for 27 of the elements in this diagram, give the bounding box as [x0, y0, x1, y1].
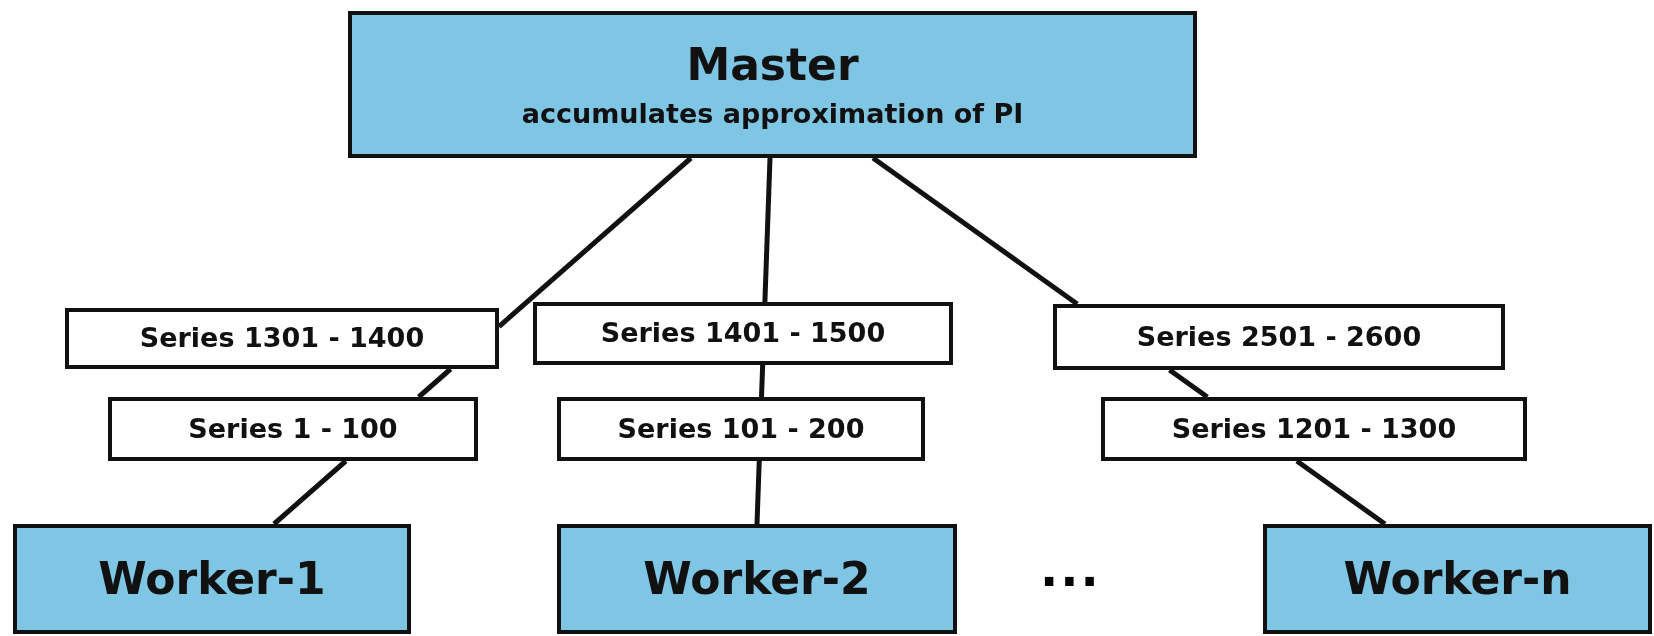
connector-line	[754, 460, 762, 525]
range-box	[1053, 304, 1505, 370]
connector-line	[417, 367, 453, 399]
ellipsis-text: ...	[1040, 545, 1101, 593]
range-box	[557, 397, 925, 461]
box-title: Worker-n	[1343, 552, 1572, 606]
connector-line	[272, 459, 348, 526]
box-title: Series 1301 - 1400	[139, 322, 425, 355]
range-box	[1101, 397, 1527, 461]
process-box	[348, 11, 1197, 158]
connector-line	[762, 157, 773, 303]
box-title: Series 101 - 200	[617, 412, 865, 446]
connector-line	[759, 364, 766, 398]
box-title: Series 1401 - 1500	[600, 317, 886, 350]
box-title: Series 2501 - 2600	[1136, 320, 1422, 354]
box-title: Worker-2	[643, 552, 871, 606]
process-box	[13, 524, 411, 634]
box-title: Series 1201 - 1300	[1171, 412, 1457, 446]
process-box	[557, 524, 957, 634]
box-subtitle: accumulates approximation of PI	[521, 97, 1024, 131]
box-title: Series 1 - 100	[188, 412, 398, 446]
range-box	[533, 302, 953, 365]
box-title: Worker-1	[98, 552, 326, 606]
range-box	[108, 397, 478, 461]
box-title: Master	[686, 38, 859, 92]
process-box	[1263, 524, 1652, 634]
range-box	[65, 308, 499, 369]
